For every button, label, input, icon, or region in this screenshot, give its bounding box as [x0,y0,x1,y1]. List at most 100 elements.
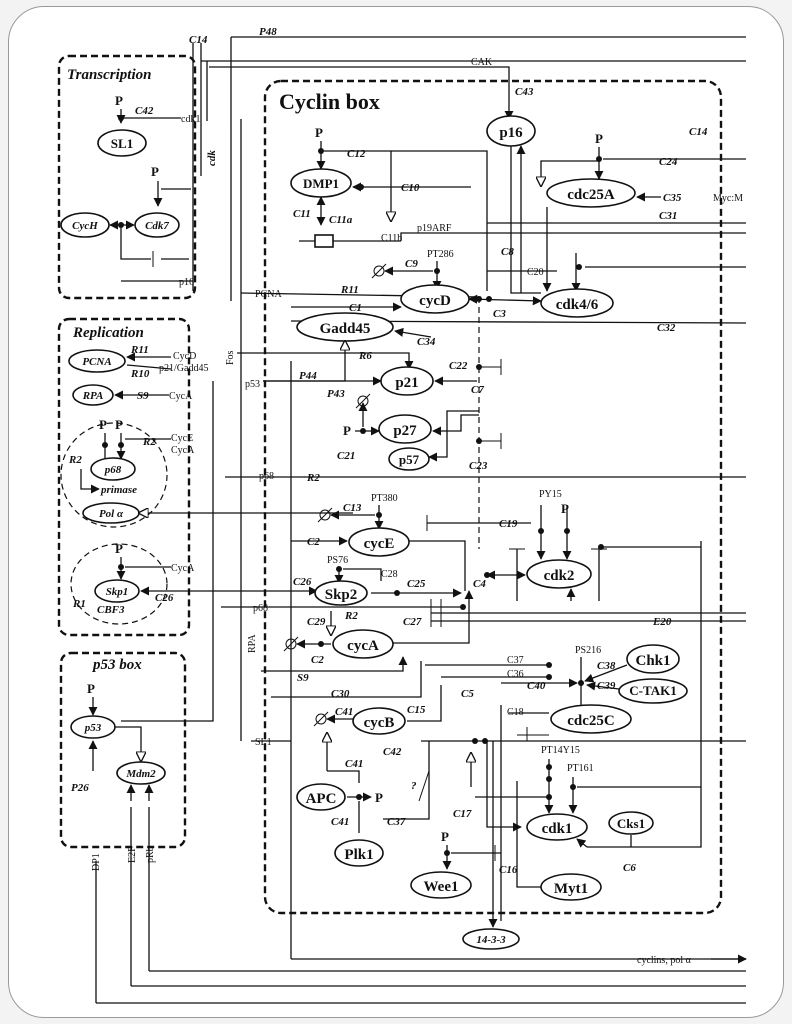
c23-label: C23 [469,460,488,472]
c24-label: C24 [659,156,678,168]
c25-label: C25 [407,578,426,590]
p53-box-title: p53 box [91,657,142,673]
plk1-text: Plk1 [344,847,373,863]
c10-label: C10 [401,182,420,194]
c40-label: C40 [527,680,546,692]
p1433-text: 14-3-3 [476,934,506,946]
c13-label: C13 [343,502,362,514]
c30-label: C30 [331,688,350,700]
cdk2-text: cdk2 [544,568,575,584]
cdk1-text: cdk1 [542,821,573,837]
s9-label: S9 [137,390,149,402]
c36-label: C36 [507,669,524,680]
p19arf-label: p19ARF [417,223,452,234]
cdk46-text: cdk4/6 [556,297,599,313]
p-label: P [595,131,603,146]
p43-label: P43 [327,388,345,400]
p-label: P [375,790,383,805]
rpa-text: RPA [82,390,104,402]
cyca-skp-label: CycA [171,563,195,574]
p44-label: P44 [299,370,317,382]
skp1-node [94,579,140,603]
cdk7-node [134,212,180,238]
c26-label: C26 [293,576,312,588]
ps76-label: PS76 [327,555,348,566]
p16-text: p16 [499,125,523,141]
cak-label: CAK [471,57,493,68]
p-label: P [315,125,323,140]
wee1-text: Wee1 [424,879,459,895]
p68-b-label: p68 [253,603,268,614]
c2b-label: C2 [311,654,324,666]
cdc25a-text: cdc25A [567,187,615,203]
cbf3-text: CBF3 [97,604,125,616]
p-label: P [561,501,569,516]
c14-top-label: C14 [189,34,208,46]
cyca-node [332,629,394,659]
p27-node [378,414,432,444]
c11a-label: C11a [329,214,353,226]
rpa-vertical-label: RPA [247,634,258,653]
cdk2-node [526,559,592,589]
c14-right-label: C14 [689,126,708,138]
c11-label: C11 [293,208,311,220]
p-label: P [99,417,107,432]
r2-d-label: R2 [344,610,358,622]
chk1-node [626,644,680,674]
pt380-label: PT380 [371,493,398,504]
cdc25a-node [546,178,636,208]
p-label: P [151,164,159,179]
c41-b-label: C41 [345,758,363,770]
regulatory-network-diagram: Transcription Replication p53 box Cyclin… [57,26,747,1004]
c29-label: C29 [307,616,326,628]
c34-label: C34 [417,336,436,348]
r10-label: R10 [130,368,150,380]
cdc25c-node [550,704,632,734]
cyclin-box-title: Cyclin box [279,89,380,114]
p16-small-label: p16 [179,277,194,288]
e20-label: E20 [652,616,672,628]
c15-label: C15 [407,704,426,716]
rpa-node [72,384,114,406]
c26-skp-label: C26 [155,592,174,604]
skp1-text: Skp1 [106,586,129,598]
pt161-label: PT161 [567,763,594,774]
pcna-text: PCNA [82,356,111,368]
cdc25c-text: cdc25C [567,713,615,729]
gadd45-text: Gadd45 [320,321,371,337]
cych-node [60,212,110,238]
sl1-text: SL1 [111,136,133,151]
transcription-box [57,54,197,300]
ps216-label: PS216 [575,645,601,656]
c41-a-label: C41 [335,706,353,718]
myt1-text: Myt1 [554,881,588,897]
r11-label: R11 [130,344,149,356]
c9-label: C9 [405,258,418,270]
c37-a-label: C37 [507,655,524,666]
replication-box [57,317,191,637]
p21-text: p21 [395,375,418,391]
c43-label: C43 [515,86,534,98]
cyce-node [348,527,410,557]
p-label: P [115,541,123,556]
pcna-top-label: PCNA [255,289,282,300]
c27-label: C27 [403,616,422,628]
cdk7-text: Cdk7 [145,220,169,232]
sl1-b-label: SL1 [255,737,272,748]
pcna-node [68,349,126,373]
p53-box [59,651,187,849]
c12-label: C12 [347,148,366,160]
c42-b-label: C42 [383,746,402,758]
cycb-node [352,707,406,735]
cyce-text: cycE [364,536,395,552]
cyce-rep-label: CycE [171,433,193,444]
c4-label: C4 [473,578,486,590]
cdk-label: cdk [206,150,218,166]
r2-c-label: R2 [306,472,320,484]
cych-text: CycH [72,220,98,232]
cycb-text: cycB [364,715,395,731]
c41-c-label: C41 [331,816,349,828]
c37-b-label: C37 [387,816,406,828]
p53-label: p53 [245,379,260,390]
p19arf-gene [314,234,334,248]
